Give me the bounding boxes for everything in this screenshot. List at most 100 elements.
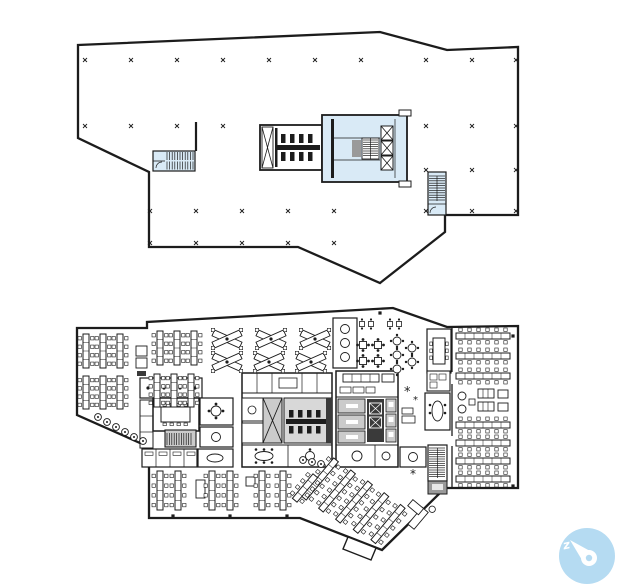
chair <box>494 360 499 365</box>
seat-dot <box>133 436 135 438</box>
grid-marker <box>469 208 475 214</box>
zoom-watermark-badge[interactable]: z <box>559 528 615 584</box>
chair <box>458 483 463 488</box>
bench-divider <box>322 470 328 475</box>
chair <box>107 336 112 341</box>
chair <box>494 340 499 345</box>
desk-bench <box>111 375 129 410</box>
magnifier-hole <box>585 554 593 562</box>
chair <box>274 493 279 498</box>
chair-dot <box>401 353 405 357</box>
grid-marker <box>358 57 364 63</box>
watermark-letter: z <box>561 537 573 553</box>
chair <box>327 328 332 333</box>
chair <box>401 511 408 517</box>
plant-icon: * <box>404 385 411 400</box>
chair <box>494 380 499 385</box>
chair <box>185 341 190 346</box>
chair <box>185 350 190 355</box>
chair <box>124 402 129 407</box>
chair <box>90 378 95 383</box>
chair <box>124 361 129 366</box>
chair <box>458 434 463 439</box>
chair <box>337 474 344 481</box>
chair-dot <box>367 343 370 347</box>
lounge-chair <box>317 460 325 468</box>
chair <box>476 367 481 372</box>
chair <box>366 521 373 528</box>
chair <box>107 386 112 391</box>
chair <box>485 465 490 470</box>
chair <box>77 394 82 399</box>
chair <box>164 358 169 363</box>
chair-dot <box>356 343 359 347</box>
chair <box>299 346 304 351</box>
stool-dot <box>397 327 401 330</box>
chair <box>239 346 244 351</box>
chair <box>94 386 99 391</box>
edge-ticks <box>171 311 515 518</box>
chair <box>221 483 226 488</box>
chair <box>77 336 82 341</box>
chair <box>395 518 402 524</box>
desk-bench <box>274 470 292 511</box>
chair <box>315 500 322 506</box>
chair <box>476 347 481 352</box>
chair <box>234 493 239 498</box>
chair <box>357 513 363 520</box>
column-grid-markers <box>82 57 519 246</box>
chair <box>503 380 508 385</box>
chair-dot <box>361 365 365 368</box>
cafe-table <box>356 354 370 368</box>
cafe-round-table <box>389 333 405 349</box>
cafe-round-table <box>389 347 405 363</box>
chair <box>283 328 288 333</box>
chair <box>287 473 292 478</box>
desk-bench <box>455 416 511 434</box>
desk-benches <box>77 327 511 545</box>
chair <box>503 452 508 457</box>
chair <box>287 493 292 498</box>
bench-divider <box>323 501 329 506</box>
chair-dot <box>395 333 399 337</box>
chair-dot <box>401 339 405 343</box>
chair <box>182 473 187 478</box>
bench-divider <box>346 506 352 511</box>
chair <box>485 327 490 332</box>
bench-divider <box>365 514 371 519</box>
chair <box>368 531 375 537</box>
stair-treads <box>166 433 445 477</box>
desk-bench <box>455 347 511 365</box>
chair <box>164 333 169 338</box>
notch <box>398 109 412 117</box>
locker-unit <box>135 345 256 499</box>
stool-dot <box>397 318 401 321</box>
bench-divider <box>376 532 382 537</box>
chair <box>494 452 499 457</box>
chair <box>111 353 116 358</box>
chair <box>90 386 95 391</box>
bench-divider <box>317 476 323 482</box>
chair <box>332 480 338 487</box>
high-table <box>396 318 402 330</box>
seat-dot <box>124 431 126 433</box>
chair <box>503 367 508 372</box>
bench-divider <box>306 489 312 494</box>
right-core-rooms: * * * <box>399 370 451 481</box>
chair <box>195 400 200 405</box>
chair <box>326 487 333 493</box>
stool-dot <box>388 327 392 330</box>
chair <box>107 402 112 407</box>
chair <box>253 351 258 356</box>
chair <box>178 392 183 397</box>
grid-marker <box>423 57 429 63</box>
chair <box>494 367 499 372</box>
chair <box>467 416 472 421</box>
stair-left <box>152 122 198 172</box>
lounge-chairs <box>94 413 325 468</box>
chair <box>458 360 463 365</box>
chair <box>234 483 239 488</box>
chair <box>295 369 300 374</box>
chair-dot <box>395 359 399 363</box>
high-table <box>368 318 374 330</box>
